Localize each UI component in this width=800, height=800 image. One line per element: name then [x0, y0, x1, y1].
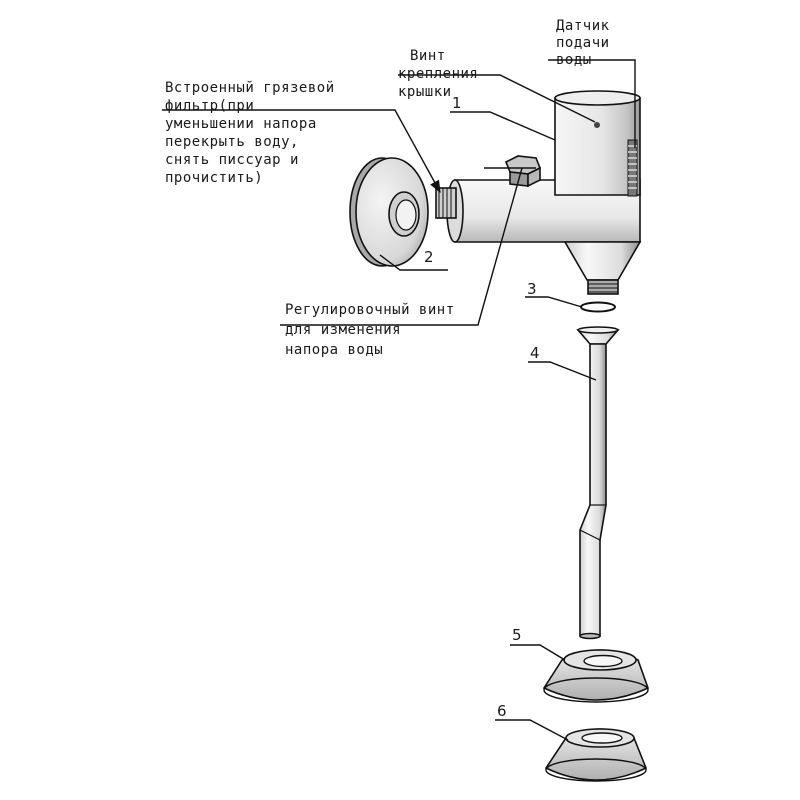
part-number-5: 5 [512, 626, 522, 644]
svg-text:напора воды: напора воды [285, 342, 383, 358]
leader-lines [162, 59, 636, 741]
svg-text:Регулировочный винт: Регулировочный винт [285, 302, 455, 318]
svg-text:крепления: крепления [398, 66, 478, 82]
svg-text:уменьшении напора: уменьшении напора [165, 116, 317, 132]
svg-text:Датчик: Датчик [556, 18, 610, 34]
part-number-6: 6 [497, 702, 507, 720]
part-1-valve-body [435, 90, 642, 295]
svg-text:Винт: Винт [410, 48, 446, 64]
part-2-wall-cap [349, 157, 429, 267]
part-5-cone-nut [542, 649, 649, 703]
label-filter: Встроенный грязевой фильтр(при уменьшени… [165, 80, 335, 186]
cover-screw-head [594, 122, 600, 128]
svg-text:крышки: крышки [398, 84, 452, 100]
sensor-coil [627, 139, 638, 197]
part-numbers: 1 2 3 4 5 6 [424, 94, 540, 720]
svg-text:перекрыть воду,: перекрыть воду, [165, 134, 299, 150]
svg-text:прочистить): прочистить) [165, 170, 263, 186]
part-3-seal-ring [580, 301, 616, 313]
inlet-thread [438, 188, 452, 218]
part-6-bottom-cone [544, 728, 648, 782]
svg-text:Встроенный грязевой: Встроенный грязевой [165, 80, 335, 96]
svg-text:воды: воды [556, 52, 592, 68]
part-number-3: 3 [527, 280, 537, 298]
label-sensor: Датчик подачи воды [556, 18, 610, 68]
label-cover-screw: Винт крепления крышки [398, 48, 478, 100]
part-number-1: 1 [452, 94, 462, 112]
label-adjust-screw: Регулировочный винт для изменения напора… [285, 302, 455, 358]
adjusting-screw [504, 155, 542, 188]
svg-text:подачи: подачи [556, 35, 610, 51]
part-4-flush-pipe [576, 326, 620, 640]
part-number-2: 2 [424, 248, 434, 266]
svg-text:фильтр(при: фильтр(при [165, 98, 254, 114]
svg-text:для изменения: для изменения [285, 322, 401, 338]
svg-text:снять писсуар и: снять писсуар и [165, 152, 299, 168]
part-number-4: 4 [530, 344, 540, 362]
